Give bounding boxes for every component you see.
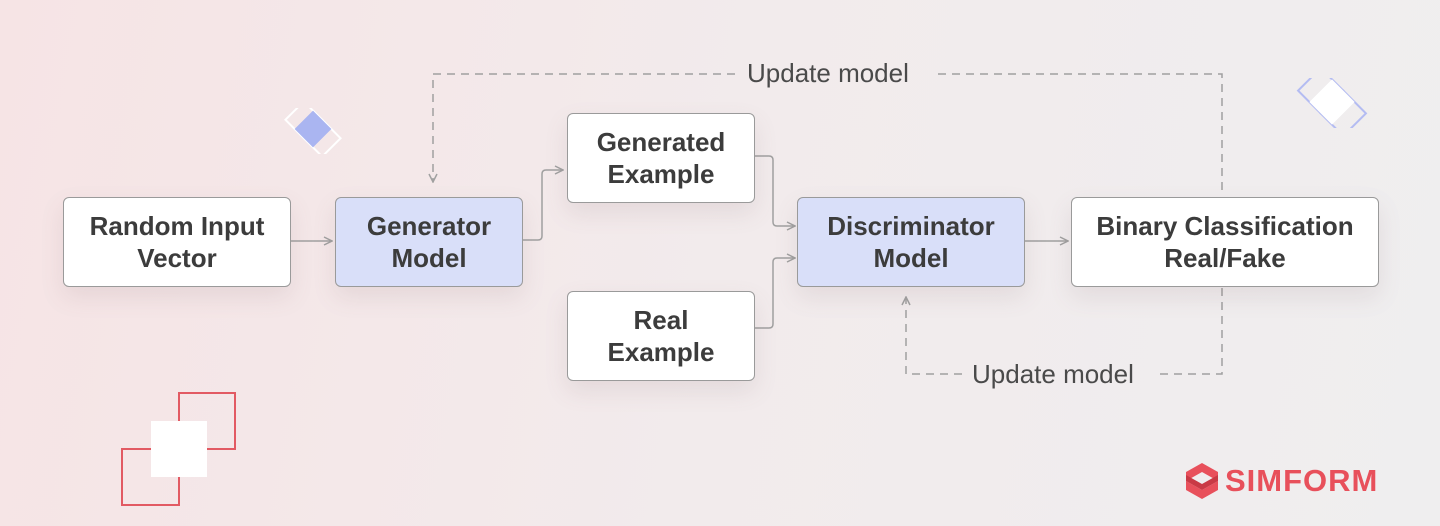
- edge-real-to-discriminator: [755, 258, 795, 329]
- simform-logo: SIMFORM: [1183, 461, 1378, 501]
- generator-line-2: Model: [391, 243, 467, 273]
- diamond-decoration-left: [284, 108, 342, 154]
- random-input-line-2: Vector: [137, 243, 217, 273]
- simform-mark-icon: [1186, 463, 1218, 499]
- generated-example-line-2: Example: [607, 159, 715, 189]
- update-generator-label: Update model: [747, 58, 909, 88]
- squares-decoration: [121, 392, 236, 506]
- discriminator-line-1: Discriminator: [827, 211, 995, 241]
- real-example-line-1: Real: [633, 305, 689, 335]
- classification-line-1: Binary Classification: [1096, 211, 1354, 241]
- edge-generated-to-discriminator: [755, 155, 795, 226]
- edge-update-discriminator-left: [906, 297, 962, 375]
- generator-line-1: Generator: [366, 211, 492, 241]
- random-input-line-1: Random Input: [89, 211, 265, 241]
- diamond-decoration-right: [1296, 78, 1368, 128]
- generated-example-line-1: Generated: [596, 127, 726, 157]
- discriminator-line-2: Model: [873, 243, 949, 273]
- brand-name: SIMFORM: [1225, 463, 1379, 498]
- classification-line-2: Real/Fake: [1164, 243, 1286, 273]
- edge-update-generator-right: [938, 73, 1223, 190]
- update-discriminator-label: Update model: [972, 359, 1134, 389]
- edge-generator-to-generated: [523, 170, 563, 241]
- edge-update-generator-left: [433, 73, 735, 182]
- edge-update-discriminator-right: [1160, 288, 1223, 375]
- real-example-line-2: Example: [607, 337, 715, 367]
